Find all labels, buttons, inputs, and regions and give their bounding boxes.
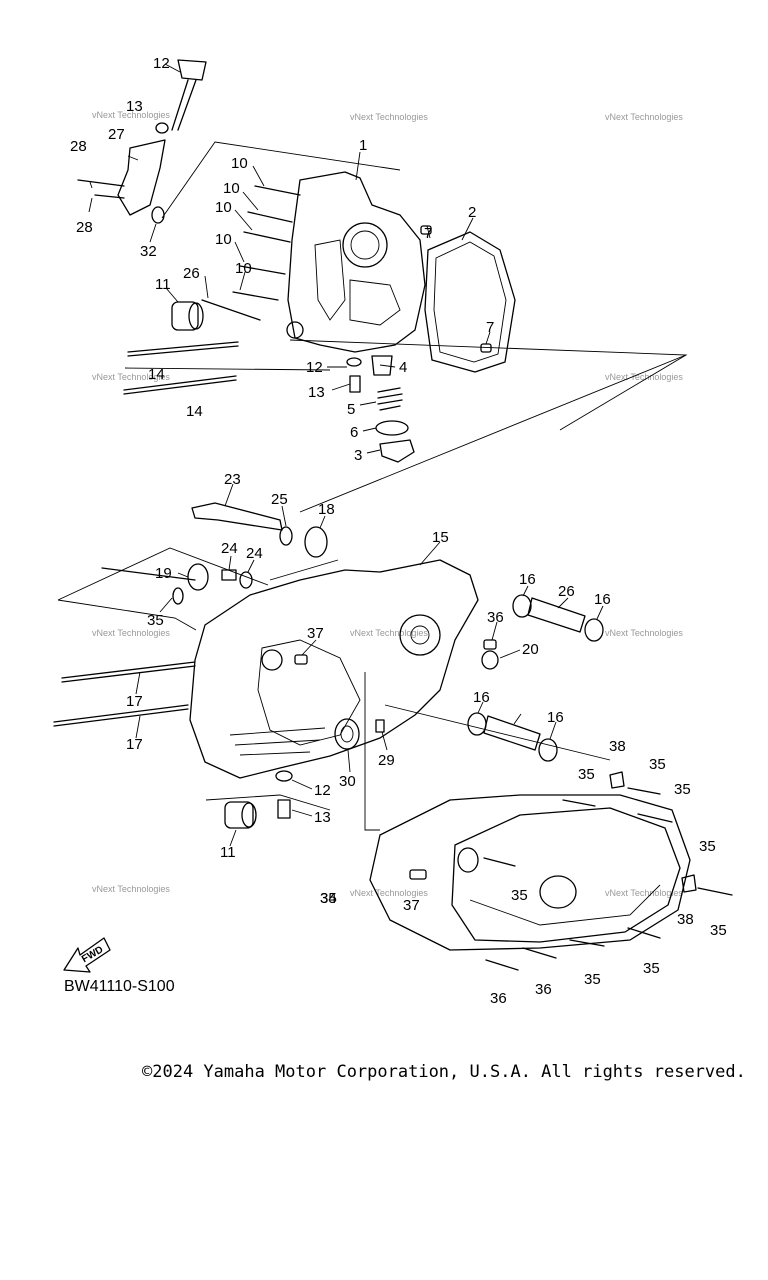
middle-assembly [53, 354, 687, 829]
strainer [371, 355, 393, 376]
collar [171, 301, 199, 331]
callout-label: 32 [140, 243, 157, 260]
callout-label: 10 [215, 199, 232, 216]
callout-label: 35 [699, 838, 716, 855]
gasket [424, 231, 516, 373]
callout-label: 17 [126, 693, 143, 710]
callout-label: 36 [490, 990, 507, 1007]
cover-gasket [369, 794, 691, 951]
callout-label: 6 [350, 424, 358, 441]
callout-label: 2 [468, 204, 476, 221]
callout-label-13: 13 [308, 384, 325, 401]
callout-label: 13 [126, 98, 143, 115]
watermark: vNext Technologies [605, 372, 683, 382]
callout-label: 4 [399, 359, 407, 376]
callout-label-37: 37 [403, 897, 420, 914]
callout-label: 10 [215, 231, 232, 248]
callout-label: 28 [70, 138, 87, 155]
callout-label: 18 [318, 501, 335, 518]
callout-label: 35 [320, 890, 337, 907]
callout-label: 13 [314, 809, 331, 826]
oil-seal [334, 718, 360, 750]
callout-labels: 12 13 27 28 28 32 1 10 10 10 10 10 26 11… [70, 55, 727, 1007]
callout-label: 38 [677, 911, 694, 928]
callout-label: 35 [649, 756, 666, 773]
callout-label: 10 [223, 180, 240, 197]
callout-label: 5 [347, 401, 355, 418]
callout-label: 35 [710, 922, 727, 939]
callout-label-26: 26 [558, 583, 575, 600]
callout-label: 12 [314, 782, 331, 799]
callout-label: 3 [354, 447, 362, 464]
callout-label: 23 [224, 471, 241, 488]
transmission-cover [451, 807, 681, 943]
callout-label: 35 [674, 781, 691, 798]
callout-label: 35 [578, 766, 595, 783]
watermark: vNext Technologies [350, 112, 428, 122]
copyright-notice: ©2024 Yamaha Motor Corporation, U.S.A. A… [142, 1062, 746, 1082]
spring [377, 387, 403, 411]
leader-lines [88, 63, 604, 847]
callout-label: 14 [148, 366, 165, 383]
watermark: vNext Technologies [350, 628, 428, 638]
watermark: vNext Technologies [605, 628, 683, 638]
lower-assembly [364, 672, 733, 971]
callout-label: 27 [108, 126, 125, 143]
callout-label: 7 [486, 319, 494, 336]
callout-label: 19 [155, 565, 172, 582]
watermark: vNext Technologies [92, 628, 170, 638]
callout-label: 12 [306, 359, 323, 376]
callout-label: 37 [307, 625, 324, 642]
watermark: vNext Technologies [605, 888, 683, 898]
callout-label: 1 [359, 137, 367, 154]
callout-label: 35 [584, 971, 601, 988]
callout-label: 16 [547, 709, 564, 726]
callout-label: 30 [339, 773, 356, 790]
callout-label: 17 [126, 736, 143, 753]
callout-label: 36 [487, 609, 504, 626]
watermark: vNext Technologies [92, 110, 170, 120]
callout-label: 29 [378, 752, 395, 769]
callout-label: 10 [235, 260, 252, 277]
drive-shaft [191, 502, 283, 531]
callout-label: 7 [424, 225, 432, 242]
callout-label: 38 [609, 738, 626, 755]
callout-label: 24 [246, 545, 263, 562]
diagram-code: BW41110-S100 [64, 978, 175, 995]
callout-label: 26 [183, 265, 200, 282]
callout-label: 20 [522, 641, 539, 658]
callout-label: 11 [155, 276, 171, 293]
callout-label: 28 [76, 219, 93, 236]
callout-label: 14 [186, 403, 203, 420]
callout-label: 25 [271, 491, 288, 508]
callout-label: 35 [643, 960, 660, 977]
callout-label-34: 34 [320, 890, 337, 907]
callout-label: 35 [147, 612, 164, 629]
callout-label: 36 [535, 981, 552, 998]
callout-label: 10 [231, 155, 248, 172]
drain-plug [379, 439, 415, 463]
callout-label: 11 [220, 844, 236, 861]
watermark: vNext Technologies [92, 884, 170, 894]
watermark: vNext Technologies [92, 372, 170, 382]
callout-label: 12 [153, 55, 170, 72]
callout-label: 35 [511, 887, 528, 904]
callout-label: 16 [473, 689, 490, 706]
fwd-arrow-icon: FWD [63, 937, 111, 973]
watermark: vNext Technologies [605, 112, 683, 122]
callout-label: 16 [594, 591, 611, 608]
oil-level-gauge [177, 59, 207, 81]
collar [224, 801, 254, 829]
callout-label: 15 [432, 529, 449, 546]
watermark: vNext Technologies [350, 888, 428, 898]
crankcase-cover-right [287, 171, 426, 353]
callout-label-24: 24 [221, 540, 238, 557]
crankcase-left [189, 559, 479, 779]
oil-filler-tube [117, 139, 166, 216]
watermarks: vNext Technologies vNext Technologies vN… [92, 110, 683, 898]
callout-label: 16 [519, 571, 536, 588]
